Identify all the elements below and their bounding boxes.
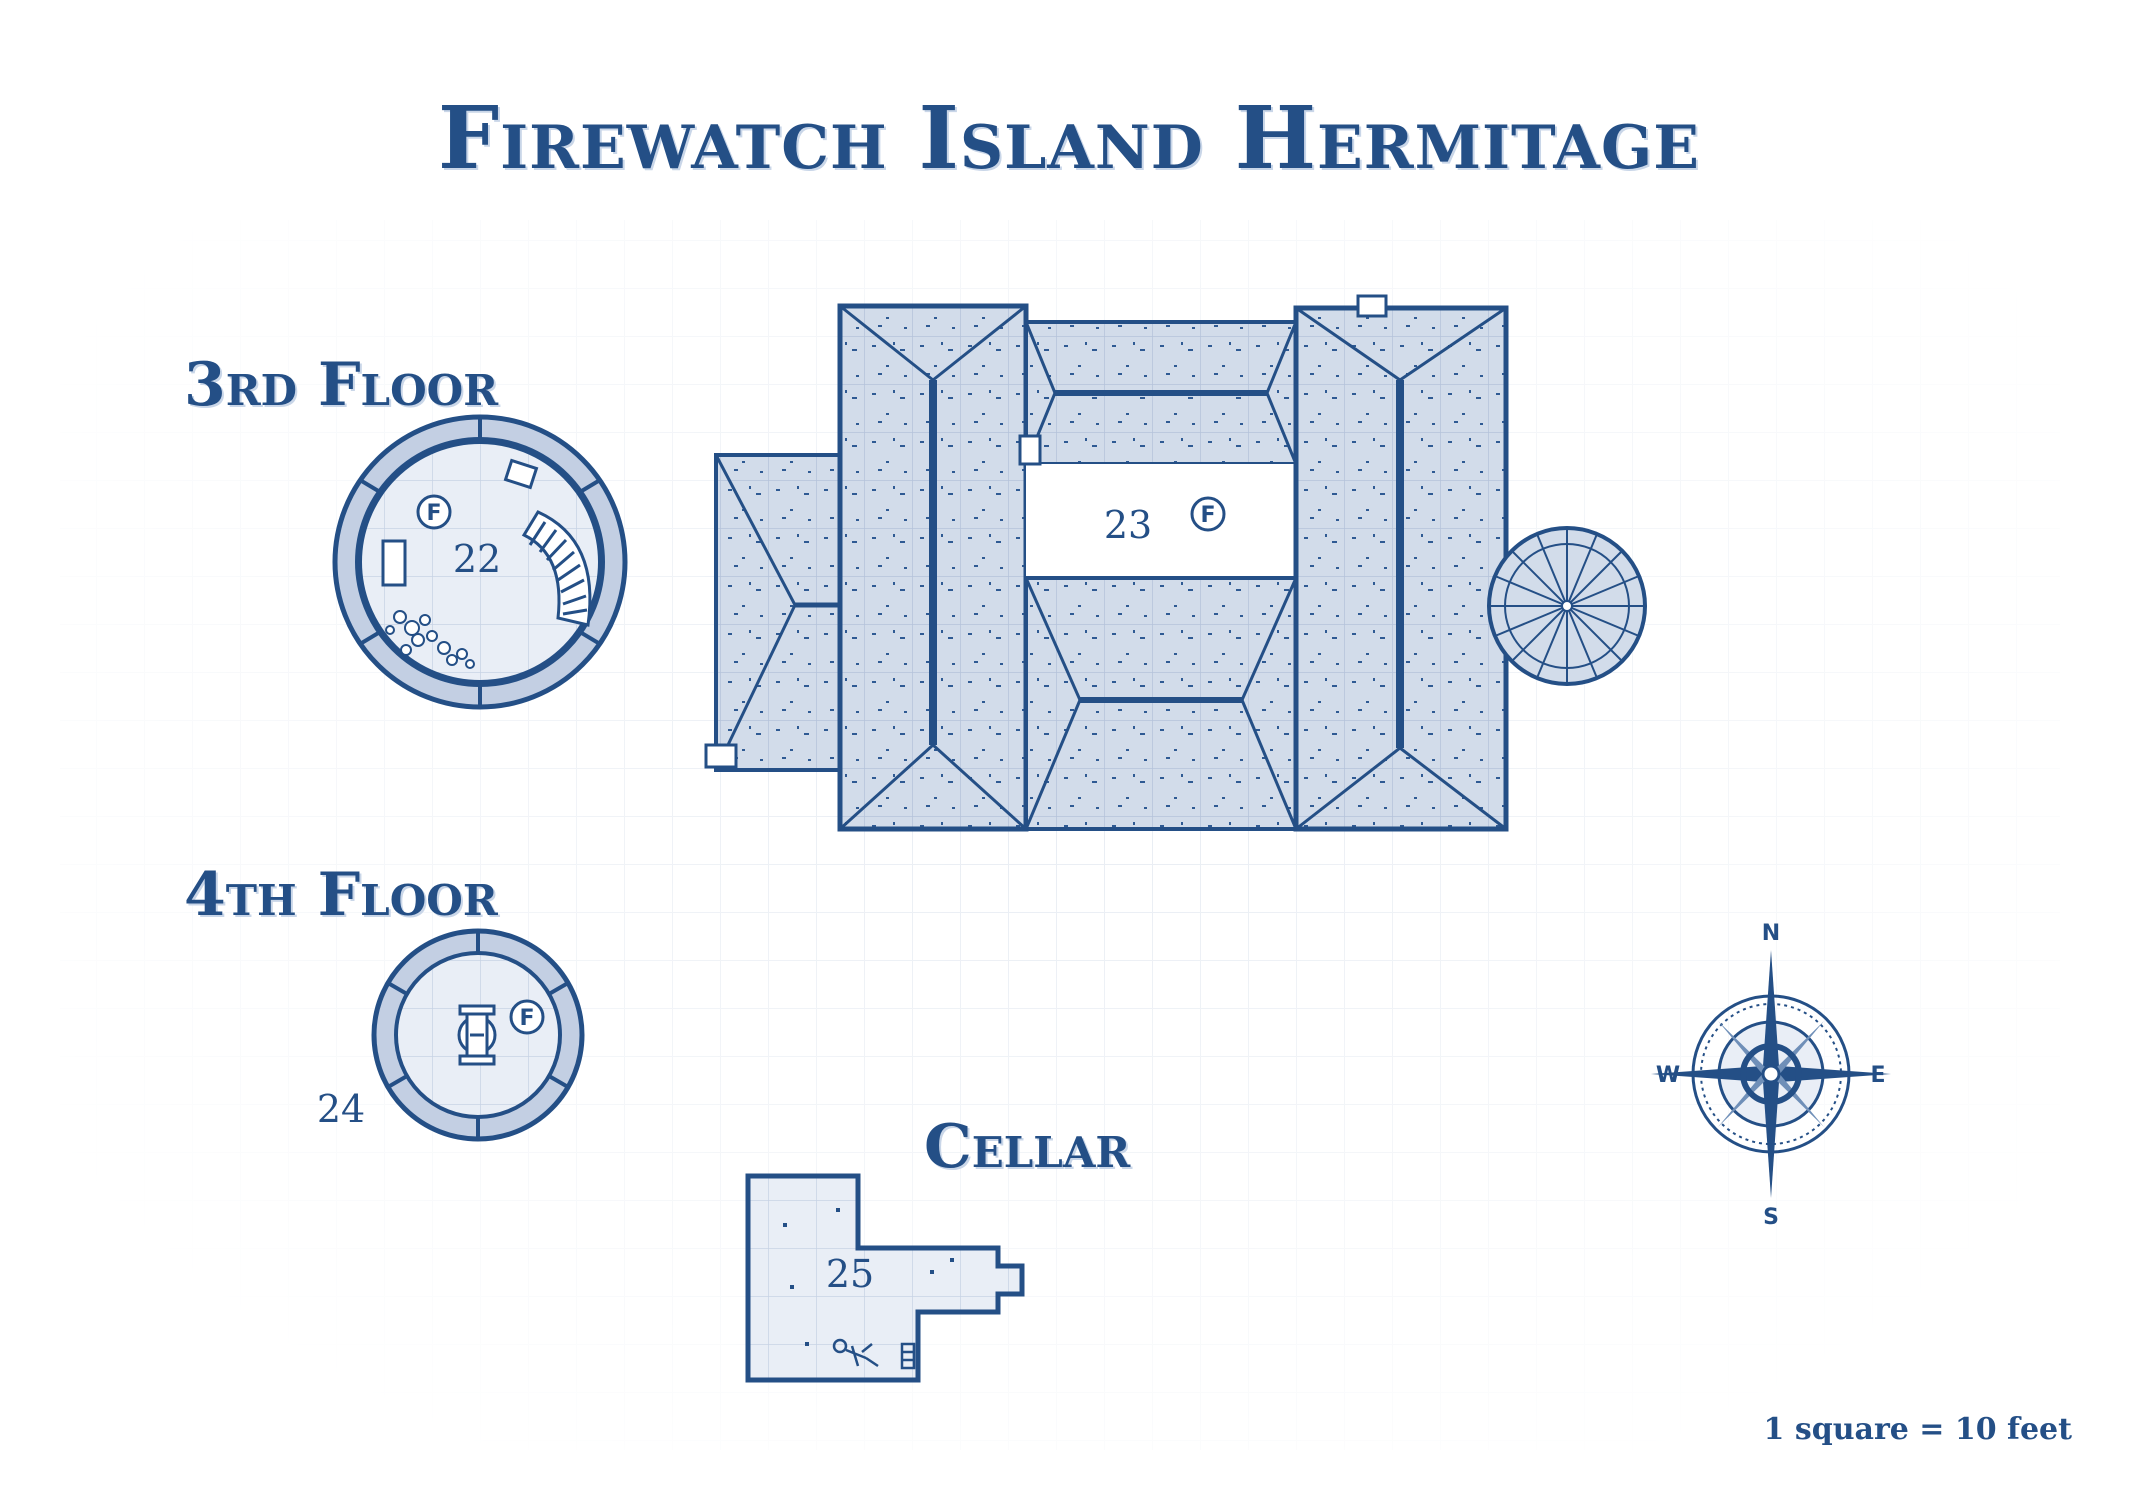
skeleton-icon <box>832 1338 879 1368</box>
third-floor-map: F 22 <box>332 414 628 710</box>
fireplace-marker: F <box>1190 496 1226 532</box>
chimney-icon <box>1356 294 1388 318</box>
chimney-icon <box>704 743 738 769</box>
stairs-icon <box>521 510 592 627</box>
chimney-icon <box>1018 434 1042 466</box>
compass-rose: N S W E <box>1651 921 1891 1230</box>
room-24-label: 24 <box>317 1087 365 1131</box>
tower-roof <box>1487 526 1647 686</box>
crate-icon <box>503 458 539 490</box>
third-floor-label: 3rd Floor <box>184 350 499 420</box>
svg-text:F: F <box>519 1006 534 1031</box>
room-25-label: 25 <box>826 1252 874 1296</box>
ladder-icon <box>900 1342 916 1370</box>
room-22-label: 22 <box>453 537 501 581</box>
fireplace-marker: F <box>416 494 452 530</box>
fourth-floor-map: F 24 <box>317 928 585 1142</box>
svg-text:F: F <box>426 501 441 526</box>
scale-legend: 1 square = 10 feet <box>1763 1412 2072 1447</box>
beacon-icon <box>457 1004 497 1066</box>
main-building-roof: F 23 <box>704 294 1647 832</box>
compass-east: E <box>1870 1063 1885 1088</box>
compass-north: N <box>1762 921 1780 946</box>
room-23-label: 23 <box>1104 503 1152 547</box>
compass-west: W <box>1656 1063 1680 1088</box>
fireplace-marker: F <box>509 999 545 1035</box>
svg-text:F: F <box>1200 503 1215 528</box>
rubble-icon <box>385 610 475 669</box>
cellar-map: 25 <box>745 1173 1025 1383</box>
compass-south: S <box>1763 1205 1779 1230</box>
cellar-label: Cellar <box>924 1112 1131 1182</box>
table-icon <box>381 539 407 587</box>
map-title: Firewatch Island Hermitage <box>438 88 1700 189</box>
fourth-floor-label: 4th Floor <box>184 860 498 930</box>
